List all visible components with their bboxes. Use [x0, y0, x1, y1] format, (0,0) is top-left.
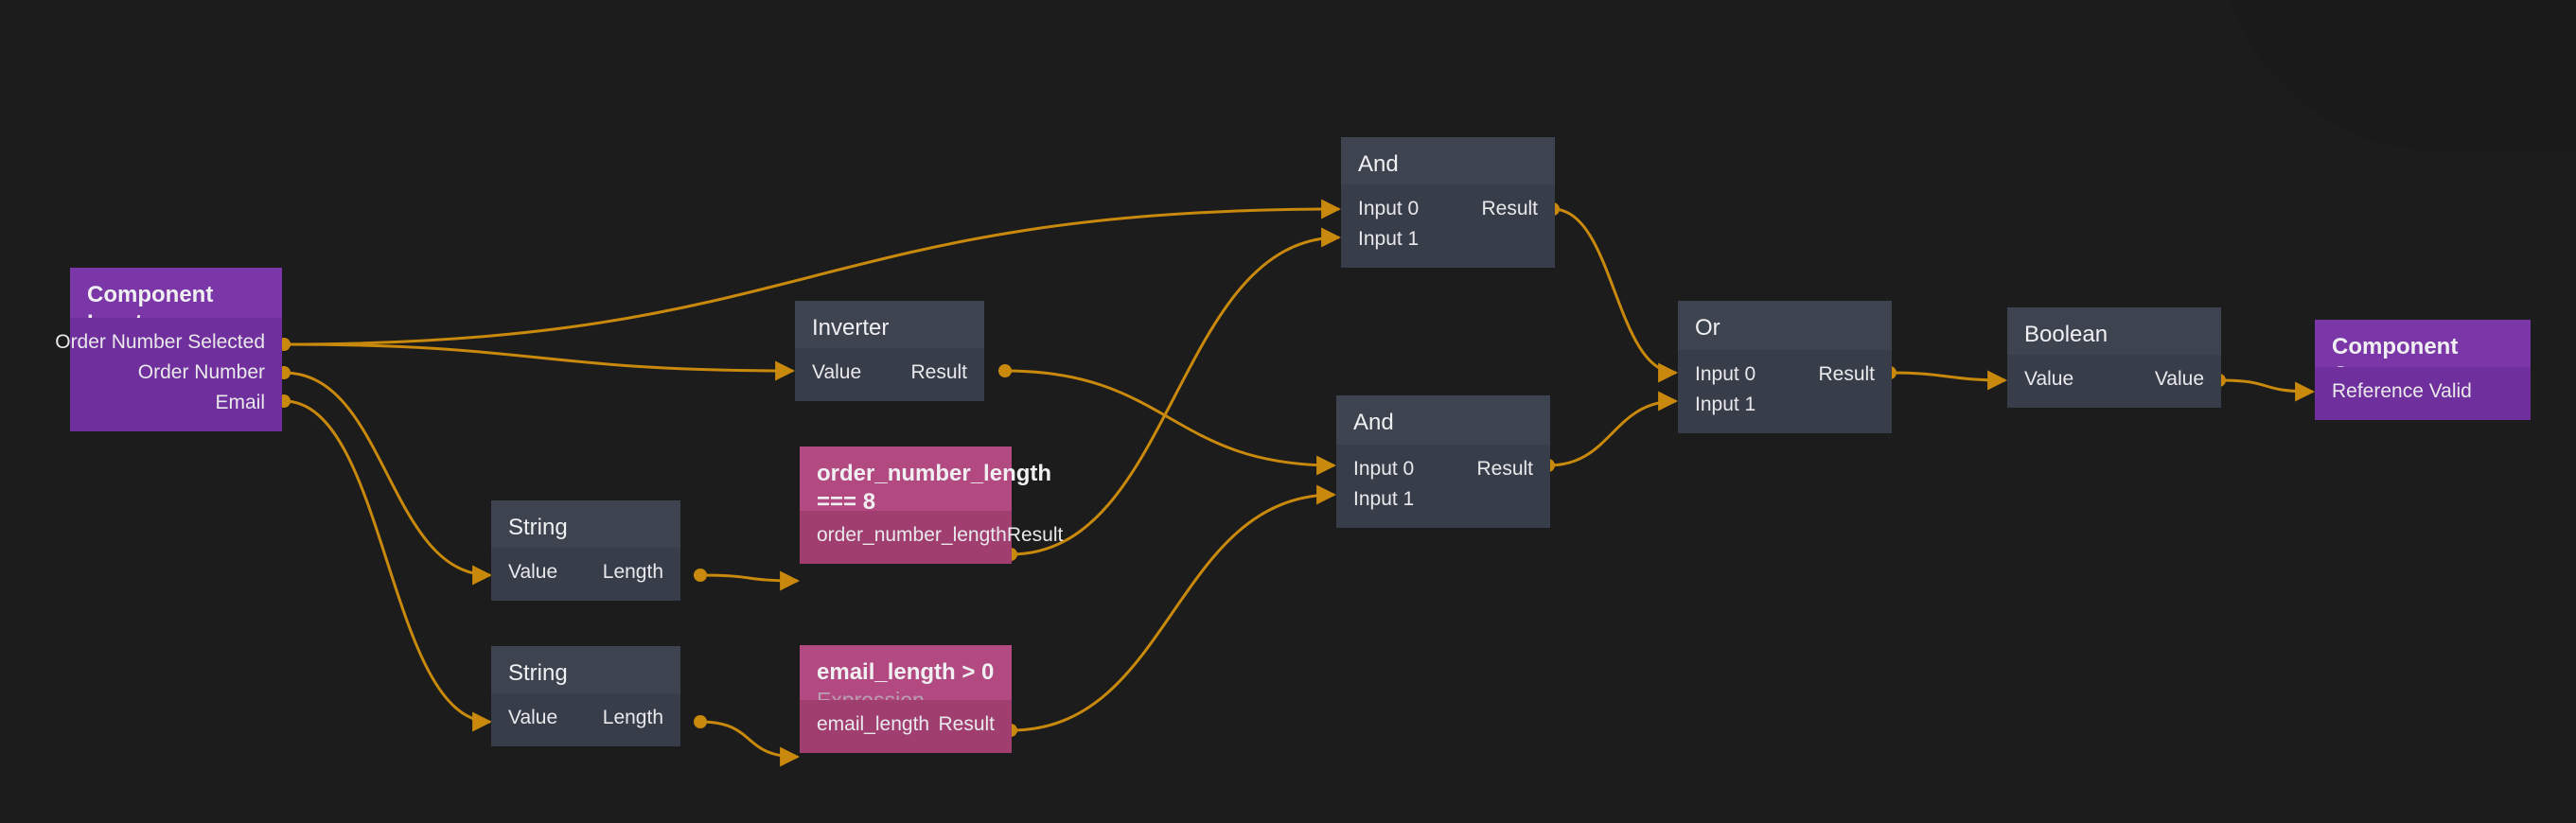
node-header[interactable]: email_length > 0Expression — [800, 645, 1012, 712]
port-row: Value Length — [491, 703, 680, 733]
node-body: Value Result — [795, 348, 984, 401]
wire-1[interactable] — [283, 342, 796, 381]
output-port-dot[interactable] — [694, 569, 707, 582]
output-port-label[interactable]: Result — [1481, 198, 1538, 219]
output-port-label[interactable]: Result — [1476, 458, 1533, 480]
node-expr-order-length[interactable]: order_number_length === 8Expressionorder… — [800, 447, 1063, 564]
port-row: Reference Valid — [2315, 376, 2531, 407]
port-row: Value Length — [491, 557, 680, 587]
output-port-label[interactable]: Length — [602, 561, 663, 583]
input-port-label[interactable]: Input 0 — [1353, 458, 1415, 480]
port-row: Input 1 — [1341, 224, 1555, 254]
port-row: Email — [70, 388, 282, 418]
input-port-label[interactable]: Input 0 — [1358, 198, 1420, 219]
port-row: Input 1 — [1336, 484, 1550, 515]
node-title: And — [1353, 410, 1394, 435]
node-header[interactable]: String — [491, 646, 680, 693]
output-port-dot[interactable] — [998, 364, 1012, 377]
node-title: String — [508, 515, 568, 540]
node-title: Inverter — [812, 315, 890, 341]
wire-10[interactable] — [1547, 391, 1679, 467]
wire-5[interactable] — [699, 720, 801, 767]
node-body: Value Length — [491, 548, 680, 601]
input-port-label[interactable]: Value — [812, 361, 862, 383]
port-row: Input 0 Result — [1678, 359, 1892, 390]
port-row: Value Value — [2007, 364, 2221, 394]
wire-11[interactable] — [1889, 370, 2008, 391]
node-header[interactable]: Boolean — [2007, 307, 2221, 355]
node-header[interactable]: order_number_length === 8Expression — [800, 447, 1051, 542]
port-row: Order Number — [70, 358, 282, 388]
node-body: email_length Result — [800, 700, 1012, 753]
port-row: Value Result — [795, 358, 984, 388]
input-port-label[interactable]: order_number_length — [817, 524, 1007, 546]
node-header[interactable]: Component Inputs — [70, 268, 282, 336]
output-port-label[interactable]: Order Number Selected — [55, 331, 265, 353]
input-port-label[interactable]: Input 1 — [1353, 488, 1415, 510]
node-header[interactable]: Component Outputs — [2315, 320, 2531, 388]
node-body: Value Value — [2007, 355, 2221, 408]
output-port-label[interactable]: Result — [910, 361, 967, 383]
input-port-label[interactable]: Value — [508, 561, 558, 583]
output-port-label[interactable]: Result — [938, 713, 995, 735]
input-port-label[interactable]: Input 0 — [1695, 363, 1756, 385]
input-port-label[interactable]: Input 1 — [1358, 228, 1420, 250]
port-row: email_length Result — [800, 709, 1012, 740]
node-body: Value Length — [491, 693, 680, 746]
output-port-label[interactable]: Order Number — [137, 361, 265, 383]
node-title: order_number_length === 8 — [817, 461, 1052, 515]
wire-7[interactable] — [1010, 227, 1342, 556]
node-header[interactable]: And — [1336, 395, 1550, 445]
input-port-label[interactable]: Input 1 — [1695, 394, 1756, 415]
node-title: Boolean — [2024, 322, 2108, 347]
node-component-outputs[interactable]: Component OutputsReference Valid — [2315, 320, 2531, 420]
node-header[interactable]: String — [491, 500, 680, 548]
output-port-label[interactable]: Result — [1818, 363, 1875, 385]
output-port-dot[interactable] — [694, 715, 707, 728]
input-port-label[interactable]: Value — [2024, 368, 2074, 390]
node-header[interactable]: Or — [1678, 301, 1892, 350]
wire-4[interactable] — [699, 570, 801, 591]
port-row: Input 0 Result — [1341, 194, 1555, 224]
port-row: Order Number Selected — [55, 327, 282, 358]
node-title: String — [508, 660, 568, 686]
wire-12[interactable] — [2218, 378, 2316, 402]
input-port-label[interactable]: Reference Valid — [2332, 380, 2472, 402]
node-title: Or — [1695, 315, 1720, 341]
node-header[interactable]: And — [1341, 137, 1555, 184]
output-port-label[interactable]: Result — [1006, 524, 1064, 546]
output-port-label[interactable]: Length — [602, 707, 663, 728]
wire-3[interactable] — [283, 399, 493, 732]
node-title: And — [1358, 151, 1399, 177]
input-port-label[interactable]: email_length — [817, 713, 930, 735]
node-header[interactable]: Inverter — [795, 301, 984, 348]
node-component-inputs[interactable]: Component InputsOrder Number SelectedOrd… — [55, 268, 282, 431]
output-port-label[interactable]: Email — [215, 392, 265, 413]
corner-panel — [2216, 0, 2576, 151]
node-body: Reference Valid — [2315, 367, 2531, 420]
node-expr-email-length[interactable]: email_length > 0Expressionemail_length Re… — [800, 645, 1012, 753]
wire-6[interactable] — [1004, 369, 1337, 476]
port-row: Input 0 Result — [1336, 454, 1550, 484]
wire-2[interactable] — [283, 371, 493, 586]
input-port-label[interactable]: Value — [508, 707, 558, 728]
port-row: Input 1 — [1678, 390, 1892, 420]
wire-9[interactable] — [1552, 207, 1679, 383]
output-port-label[interactable]: Value — [2154, 368, 2204, 390]
node-title: email_length > 0 — [817, 659, 995, 685]
